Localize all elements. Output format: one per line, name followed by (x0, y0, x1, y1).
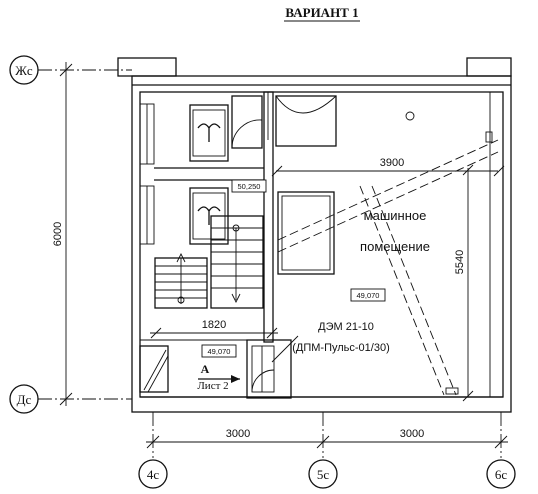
axis-label-4s: 4с (147, 467, 160, 482)
dimension-stair-width-text: 1820 (202, 319, 226, 331)
beam-support-plate (445, 387, 459, 395)
dimension-room-depth: 5540 (454, 164, 474, 402)
axis-bubble-4s: 4с (138, 459, 168, 489)
entry-door-left (139, 345, 169, 393)
axis-label-zhs: Жс (15, 63, 33, 78)
room-name-line1: машинное (364, 208, 427, 223)
machine-room-window (277, 191, 335, 275)
crane-beam-diagonal (277, 139, 499, 253)
hoist-hook-marker (405, 111, 415, 121)
dimension-height-text: 6000 (52, 222, 64, 246)
dimension-width-2-text: 3000 (400, 428, 424, 440)
section-letter: А (201, 362, 210, 376)
staircase (154, 215, 264, 309)
level-room-floor-text: 49,070 (357, 291, 380, 300)
section-sheet: Лист 2 (197, 380, 228, 392)
axis-label-ds: Дс (17, 392, 32, 407)
level-entry-floor-text: 49,070 (208, 347, 231, 356)
equipment-label-line2: (ДПМ-Пульс-01/30) (292, 342, 390, 354)
section-marker: А Лист 2 (197, 362, 240, 392)
section-arrow-head (231, 375, 240, 383)
central-partition (263, 91, 274, 343)
elevator-shaft-upper (189, 104, 229, 162)
axis-bubble-6s: 6с (486, 459, 516, 489)
door-upper-middle (231, 95, 263, 149)
dimension-width-chain: 3000 3000 (146, 428, 508, 449)
dimension-width-1-text: 3000 (226, 428, 250, 440)
axis-bubble-zhs: Жс (9, 55, 39, 85)
dimension-room-width: 3900 (271, 157, 505, 177)
crane-beam-slanted (359, 185, 457, 396)
axis-bubble-5s: 5с (308, 459, 338, 489)
dimension-stair-width: 1820 (150, 319, 278, 339)
window-left-upper (139, 103, 155, 165)
level-mark-room-floor: 49,070 (350, 288, 386, 302)
axis-label-6s: 6с (495, 467, 508, 482)
parapet-left (117, 57, 177, 77)
room-name-line2: помещение (360, 239, 430, 254)
equipment-leader (271, 335, 299, 363)
wall-bracket (485, 131, 493, 143)
equipment-cabinet-upper (275, 95, 337, 147)
level-upper-landing-text: 50,250 (238, 182, 261, 191)
dimension-room-depth-text: 5540 (454, 250, 466, 274)
equipment-label-line1: ДЭМ 21-10 (318, 321, 374, 333)
outer-wall-outline (131, 75, 512, 413)
level-mark-upper-landing: 50,250 (231, 179, 267, 193)
level-mark-entry-floor: 49,070 (201, 344, 237, 358)
dimension-room-width-text: 3900 (380, 157, 404, 169)
window-left-lower (139, 185, 155, 245)
axis-bubble-ds: Дс (9, 384, 39, 414)
parapet-right (466, 57, 512, 77)
dimension-height: 6000 (52, 62, 73, 406)
drawing-title: ВАРИАНТ 1 (285, 5, 358, 20)
control-cabinet (246, 335, 299, 399)
axis-label-5s: 5с (317, 467, 330, 482)
